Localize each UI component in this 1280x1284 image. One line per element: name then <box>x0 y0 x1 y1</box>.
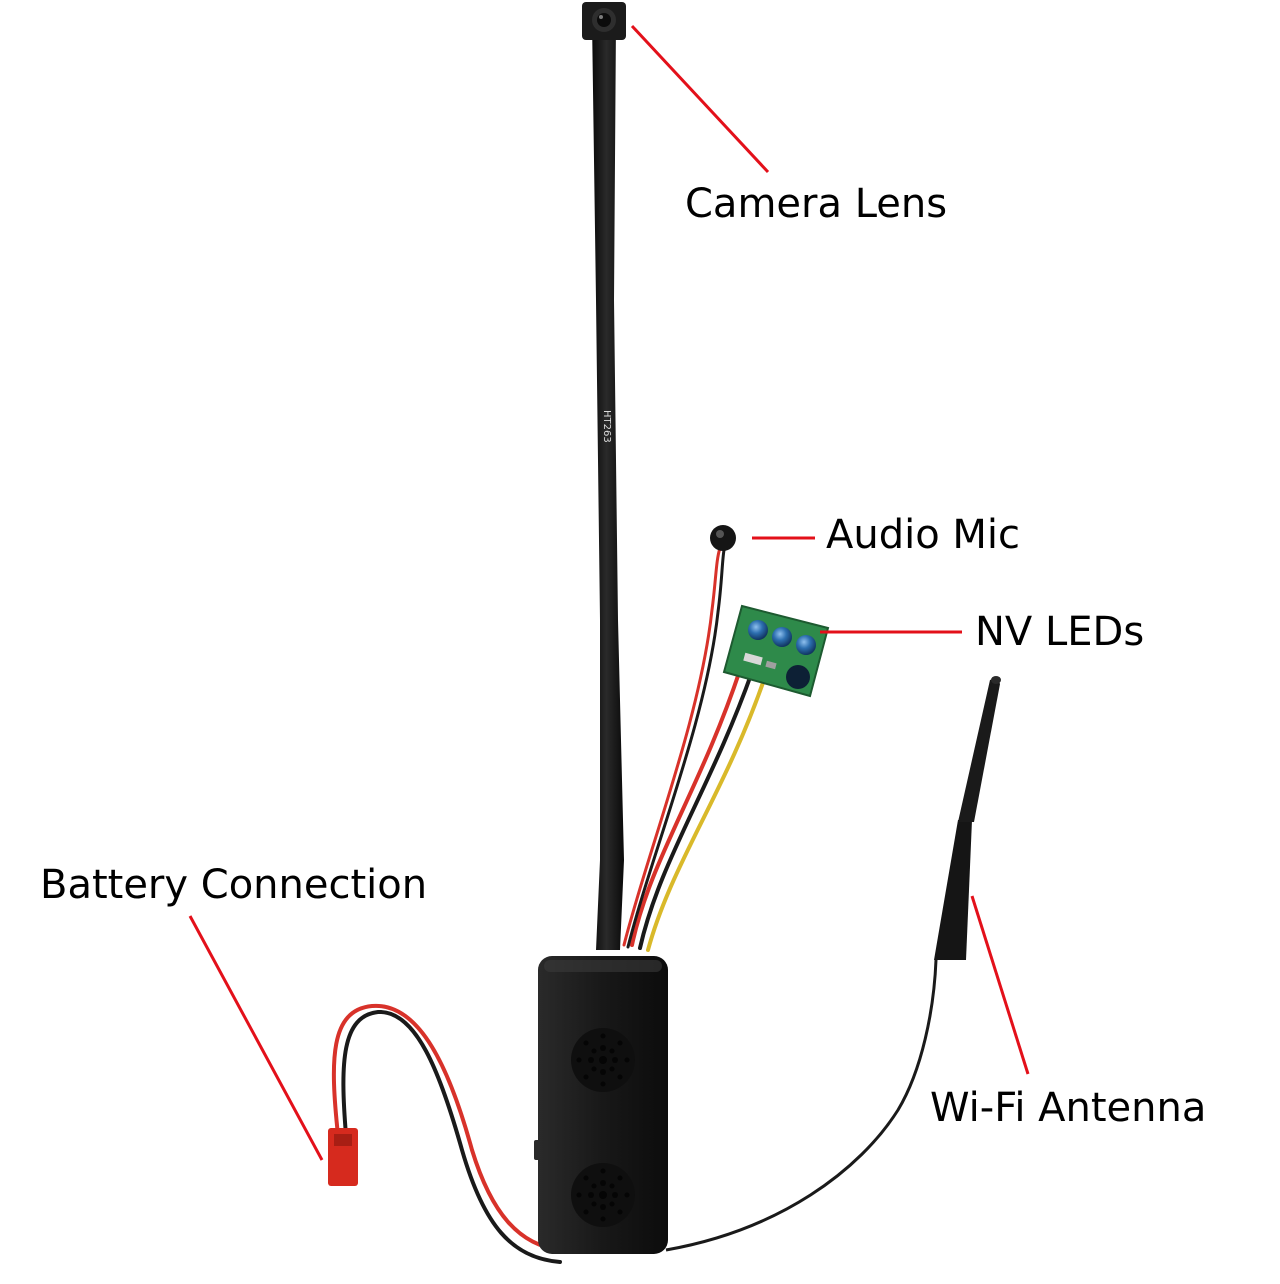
callout-line-battery <box>188 915 324 1161</box>
battery-wires <box>331 1003 562 1264</box>
callout-line-camera <box>630 24 770 174</box>
microphone-icon <box>710 525 736 551</box>
led-board-icon <box>722 604 830 698</box>
led-wires <box>630 668 768 952</box>
led-2 <box>772 627 792 647</box>
flex-cable-body <box>592 20 624 950</box>
callout-line-wifi <box>970 895 1030 1075</box>
camera-lens-icon <box>582 2 626 40</box>
label-audio-mic: Audio Mic <box>826 512 1021 558</box>
device-body <box>534 956 668 1254</box>
label-camera-lens: Camera Lens <box>685 181 948 227</box>
led-1 <box>748 620 768 640</box>
led-3 <box>796 635 816 655</box>
flex-cable: HT263 <box>592 20 624 950</box>
label-nv-leds: NV LEDs <box>975 609 1145 655</box>
flex-cable-marking: HT263 <box>601 410 612 443</box>
wifi-antenna-icon <box>665 676 1001 1252</box>
speaker-grille-bottom <box>571 1163 635 1227</box>
label-battery-connection: Battery Connection <box>40 862 428 908</box>
battery-connector-icon <box>328 1128 358 1186</box>
mic-wires <box>622 546 726 949</box>
label-wifi-antenna: Wi-Fi Antenna <box>930 1085 1207 1131</box>
led-capacitor <box>786 665 810 689</box>
speaker-grille-top <box>571 1028 635 1092</box>
callout-lines <box>188 24 1030 1161</box>
